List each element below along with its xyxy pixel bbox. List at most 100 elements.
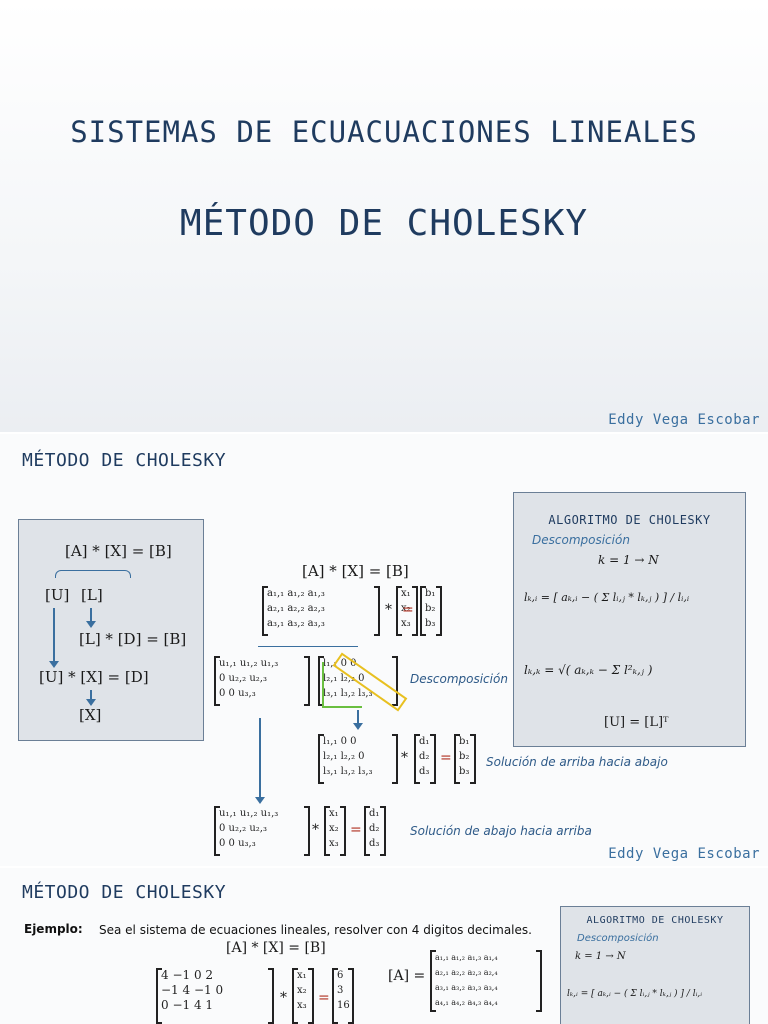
algorithm-subtitle: Descomposición	[532, 533, 630, 547]
equal-sign-red: =	[350, 822, 362, 838]
arrow-down-icon	[49, 608, 59, 668]
matrix-row: u₁,₁ u₁,₂ u₁,₃	[219, 658, 279, 669]
matrix-row: l₃,₁ l₃,₂ l₃,₃	[323, 688, 373, 699]
k-range: k = 1 → N	[575, 951, 626, 962]
algorithm-panel: ALGORITMO DE CHOLESKY Descomposición k =…	[560, 906, 750, 1024]
flow-eq-ax-b: [A] * [X] = [B]	[65, 542, 172, 560]
flow-l: [L]	[81, 586, 103, 604]
flow-u: [U]	[45, 586, 70, 604]
method-slide: MÉTODO DE CHOLESKY [A] * [X] = [B] [U] […	[0, 434, 768, 866]
vector-entry: b₃	[459, 766, 470, 777]
matrix-row: a₃,₁ a₃,₂ a₃,₃ a₃,₄	[435, 983, 498, 992]
matrix-row: a₃,₁ a₃,₂ a₃,₃	[267, 618, 325, 629]
vector-entry: 6	[337, 970, 344, 981]
example-vector-b: 6 3 16	[332, 968, 354, 1024]
matrix-row: l₁,₁ 0 0	[323, 658, 357, 669]
center-eq: [A] * [X] = [B]	[302, 562, 409, 580]
vector-entry: d₁	[369, 808, 380, 819]
matrix-u-backward: u₁,₁ u₁,₂ u₁,₃ 0 u₂,₂ u₂,₃ 0 0 u₃,₃	[214, 806, 310, 856]
matrix-row: 0 0 u₃,₃	[219, 688, 256, 699]
vector-entry: b₁	[459, 736, 470, 747]
author-name: Eddy Vega Escobar	[608, 846, 760, 862]
multiply-sign: *	[401, 750, 408, 766]
vector-entry: d₃	[369, 838, 380, 849]
vector-b: b₁ b₂ b₃	[420, 586, 442, 636]
k-range: k = 1 → N	[598, 553, 659, 567]
slide-title: MÉTODO DE CHOLESKY	[22, 450, 227, 471]
vector-entry: d₂	[369, 823, 380, 834]
matrix-row: l₂,₁ l₂,₂ 0	[323, 751, 365, 762]
algorithm-subtitle: Descomposición	[577, 933, 659, 944]
arrow-down-icon	[353, 710, 363, 730]
matrix-row: l₂,₁ l₂,₂ 0	[323, 673, 365, 684]
example-matrix-generic: a₁,₁ a₁,₂ a₁,₃ a₁,₄ a₂,₁ a₂,₂ a₂,₃ a₂,₄ …	[430, 950, 542, 1012]
flow-eq-ld-b: [L] * [D] = [B]	[79, 630, 187, 648]
vector-entry: x₁	[297, 970, 307, 981]
vector-entry: x₂	[401, 603, 411, 614]
example-text: Sea el sistema de ecuaciones lineales, r…	[99, 923, 532, 937]
vector-entry: d₁	[419, 736, 430, 747]
matrix-row: 4 −1 0 2	[161, 968, 214, 982]
matrix-a: a₁,₁ a₁,₂ a₁,₃ a₂,₁ a₂,₂ a₂,₃ a₃,₁ a₃,₂ …	[262, 586, 380, 636]
vector-entry: b₃	[425, 618, 436, 629]
flow-brace	[55, 570, 131, 578]
matrix-u: u₁,₁ u₁,₂ u₁,₃ 0 u₂,₂ u₂,₃ 0 0 u₃,₃	[214, 656, 310, 706]
presentation-title: SISTEMAS DE ECUACUACIONES LINEALES	[70, 115, 698, 149]
arrow-down-icon	[86, 690, 96, 706]
matrix-row: 0 −1 4 1	[161, 998, 214, 1012]
matrix-row: a₂,₁ a₂,₂ a₂,₃ a₂,₄	[435, 968, 498, 977]
algorithm-title: ALGORITMO DE CHOLESKY	[586, 915, 724, 926]
formula-lki: lₖ,ᵢ = [ aₖ,ᵢ − ( Σ lᵢ,ⱼ * lₖ,ⱼ ) ] / lᵢ…	[524, 591, 690, 604]
vector-d: d₁ d₂ d₃	[414, 734, 436, 784]
slide-title: MÉTODO DE CHOLESKY	[22, 882, 227, 903]
vector-entry: x₃	[297, 1000, 307, 1011]
algorithm-title: ALGORITMO DE CHOLESKY	[548, 513, 711, 527]
matrix-l-forward: l₁,₁ 0 0 l₂,₁ l₂,₂ 0 l₃,₁ l₃,₂ l₃,₃	[318, 734, 398, 784]
vector-entry: b₁	[425, 588, 436, 599]
formula-lki: lₖ,ᵢ = [ aₖ,ᵢ − ( Σ lᵢ,ⱼ * lₖ,ⱼ ) ] / lᵢ…	[567, 989, 703, 999]
vector-entry: x₁	[401, 588, 411, 599]
vector-entry: 3	[337, 985, 344, 996]
transpose-eq: [U] = [L]ᵀ	[604, 715, 669, 730]
equal-sign-red: =	[318, 990, 330, 1006]
matrix-row: l₁,₁ 0 0	[323, 736, 357, 747]
vector-b-forward: b₁ b₂ b₃	[454, 734, 476, 784]
arrow-down-icon	[255, 718, 265, 804]
vector-entry: d₃	[419, 766, 430, 777]
example-label: Ejemplo:	[24, 922, 83, 936]
label-forward: Solución de arriba hacia abajo	[486, 755, 668, 769]
formula-lkk: lₖ,ₖ = √( aₖ,ₖ − Σ l²ₖ,ⱼ )	[524, 663, 653, 677]
split-line	[258, 646, 358, 647]
matrix-row: 0 0 u₃,₃	[219, 838, 256, 849]
vector-d-backward: d₁ d₂ d₃	[364, 806, 386, 856]
flow-panel: [A] * [X] = [B] [U] [L] [L] * [D] = [B] …	[18, 519, 204, 741]
vector-entry: x₁	[329, 808, 339, 819]
example-slide: MÉTODO DE CHOLESKY Ejemplo: Sea el siste…	[0, 868, 768, 1024]
matrix-row: 0 u₂,₂ u₂,₃	[219, 823, 267, 834]
vector-entry: b₂	[425, 603, 436, 614]
vector-entry: 16	[337, 1000, 350, 1011]
multiply-sign: *	[385, 602, 392, 618]
flow-eq-ux-d: [U] * [X] = [D]	[39, 668, 149, 686]
matrix-row: l₃,₁ l₃,₂ l₃,₃	[323, 766, 373, 777]
matrix-row: u₁,₁ u₁,₂ u₁,₃	[219, 808, 279, 819]
label-backward: Solución de abajo hacia arriba	[410, 824, 592, 838]
matrix-row: 0 u₂,₂ u₂,₃	[219, 673, 267, 684]
equal-sign-red: =	[402, 602, 414, 618]
vector-entry: d₂	[419, 751, 430, 762]
vector-entry: x₃	[401, 618, 411, 629]
multiply-sign: *	[312, 822, 319, 838]
label-decomposition: Descomposición	[410, 672, 508, 686]
author-name: Eddy Vega Escobar	[608, 412, 760, 428]
equal-sign-red: =	[440, 750, 452, 766]
multiply-sign: *	[280, 990, 287, 1006]
presentation-subtitle: MÉTODO DE CHOLESKY	[179, 203, 589, 244]
algorithm-panel: ALGORITMO DE CHOLESKY Descomposición k =…	[513, 492, 746, 747]
lower-triangle-highlight	[322, 662, 362, 708]
example-matrix-a: 4 −1 0 2 −1 4 −1 0 0 −1 4 1	[156, 968, 274, 1024]
matrix-row: a₂,₁ a₂,₂ a₂,₃	[267, 603, 325, 614]
matrix-row: a₄,₁ a₄,₂ a₄,₃ a₄,₄	[435, 998, 498, 1007]
vector-entry: x₂	[329, 823, 339, 834]
vector-x-backward: x₁ x₂ x₃	[324, 806, 346, 856]
example-vector-x: x₁ x₂ x₃	[292, 968, 314, 1024]
